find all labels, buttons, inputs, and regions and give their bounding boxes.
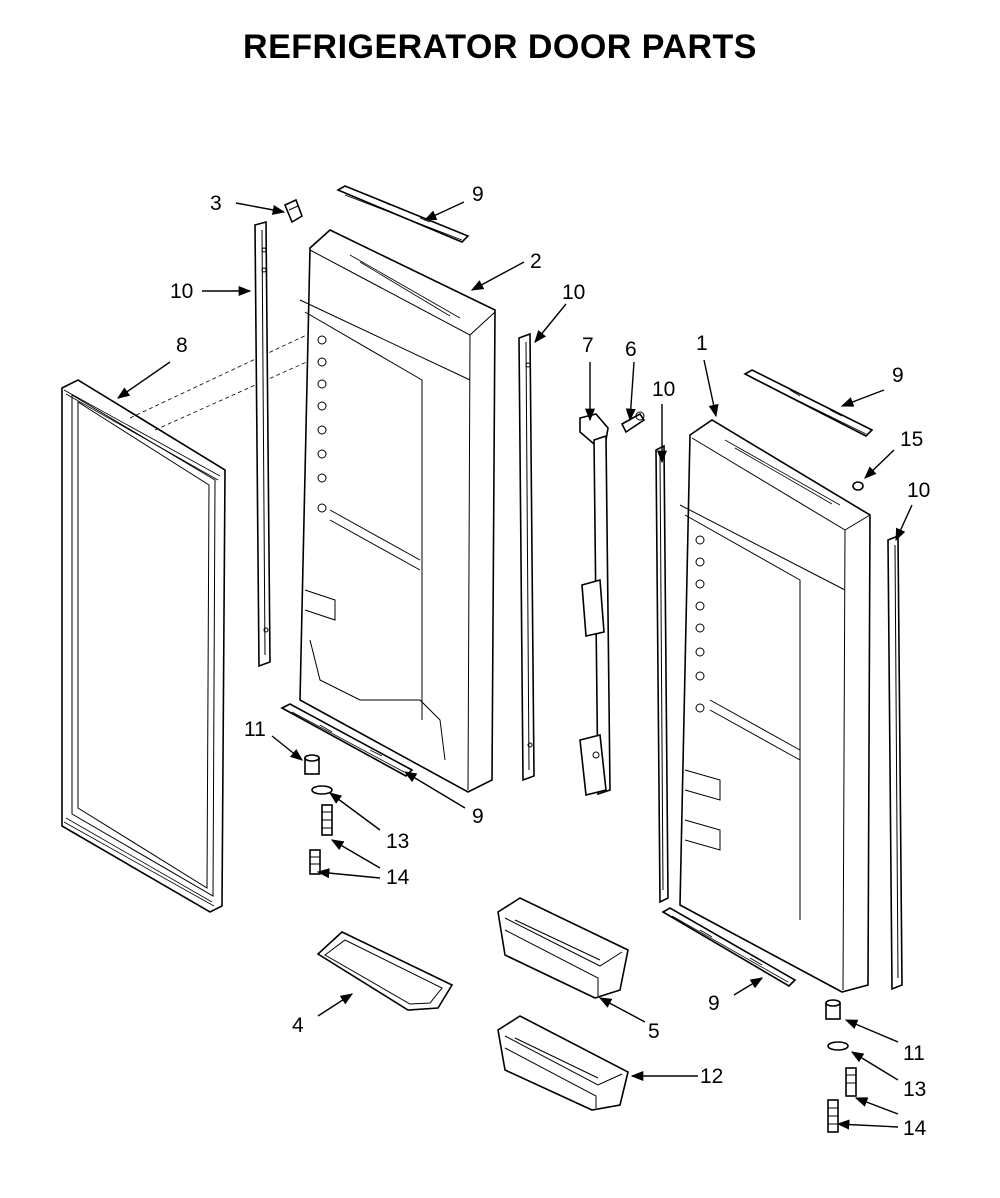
part-door-trim-top-left (336, 185, 470, 243)
callout-4: 4 (292, 1014, 304, 1037)
part-door-bin-upper (497, 897, 629, 999)
callout-8: 8 (176, 334, 188, 357)
part-hinge-pin-left (321, 804, 333, 836)
callout-9: 9 (892, 364, 904, 387)
part-hinge-cam-right (825, 999, 841, 1020)
callout-10: 10 (562, 281, 585, 304)
callout-13: 13 (903, 1078, 926, 1101)
part-clip (283, 198, 303, 224)
part-door-trim-top-right (743, 369, 874, 437)
callout-10: 10 (907, 479, 930, 502)
callout-14: 14 (903, 1117, 927, 1140)
part-hinge-screw (620, 411, 646, 434)
part-washer-left (311, 785, 333, 795)
part-hinge-pin-right (845, 1067, 857, 1097)
part-bushing-left (309, 849, 321, 875)
callout-14: 14 (386, 866, 410, 889)
callout-10: 10 (170, 280, 193, 303)
callout-15: 15 (900, 428, 923, 451)
diagram-title: REFRIGERATOR DOOR PARTS (243, 28, 757, 66)
part-door-trim-strip-right (887, 534, 903, 991)
callout-3: 3 (210, 192, 222, 215)
part-door-gasket (61, 379, 226, 913)
part-right-door-liner (679, 419, 871, 993)
callout-11: 11 (903, 1042, 925, 1065)
callout-9: 9 (708, 992, 720, 1015)
callout-1: 1 (696, 332, 708, 355)
callout-7: 7 (582, 334, 594, 357)
part-door-trim-bottom-left (280, 703, 414, 777)
callout-10: 10 (652, 378, 675, 401)
part-bushing-right (827, 1099, 839, 1133)
callout-5: 5 (648, 1020, 660, 1043)
callout-11: 11 (244, 718, 266, 741)
part-left-door-liner (299, 229, 496, 793)
part-hinge-cam-left (304, 754, 320, 775)
part-door-trim-strip-right-inner (655, 444, 669, 904)
part-door-shelf (316, 931, 454, 1011)
callout-9: 9 (472, 805, 484, 828)
callout-labels: 3 9 10 2 10 8 7 6 1 10 9 15 10 11 9 13 1… (170, 183, 930, 1140)
leader-lines (116, 201, 913, 1130)
part-door-trim-strip-left (254, 220, 271, 668)
callout-9: 9 (472, 183, 484, 206)
part-door-trim-strip-middle (518, 332, 535, 782)
part-door-trim-bottom-right (661, 907, 797, 988)
part-door-bin-lower (497, 1015, 629, 1111)
callout-12: 12 (700, 1065, 723, 1088)
callout-13: 13 (386, 830, 409, 853)
part-hinge-bracket (579, 413, 611, 796)
callout-6: 6 (625, 338, 637, 361)
part-plug (852, 481, 864, 491)
part-washer-right (827, 1041, 849, 1051)
callout-2: 2 (530, 250, 542, 273)
